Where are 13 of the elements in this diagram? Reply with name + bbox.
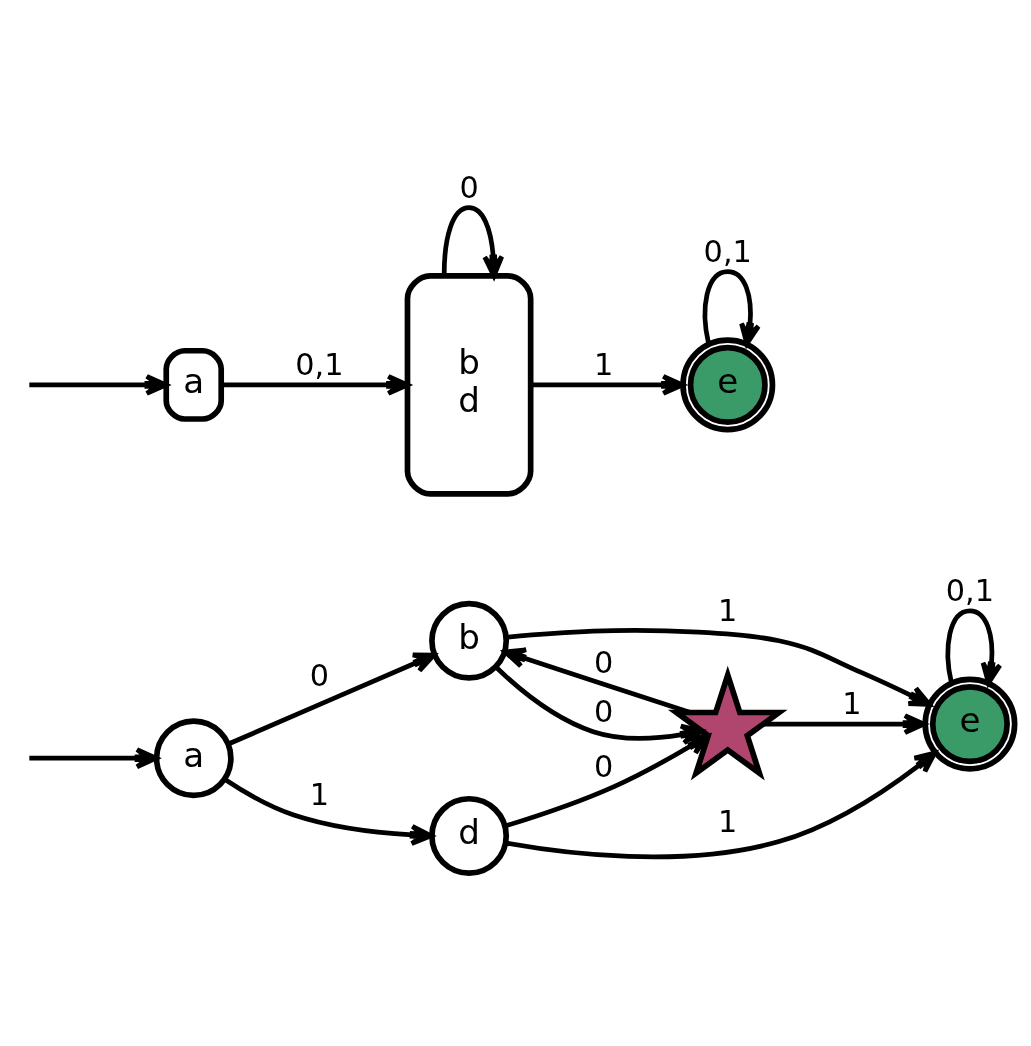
edge-label: 0 [593,693,614,729]
edge-label: 0 [593,748,614,784]
edge-label: 1 [718,592,738,628]
edge-label: 0 [309,657,330,693]
edge-label: 0 [593,644,614,680]
edge-label: 0 [459,169,479,205]
edge-label: 0,1 [703,233,752,269]
edge-label: 1 [718,803,738,839]
edge-label: 1 [593,346,614,382]
edge-label: 1 [842,685,862,721]
edge-label: 0,1 [945,572,995,608]
edge-label: 0,1 [295,346,344,382]
edge-label: 1 [309,776,330,812]
